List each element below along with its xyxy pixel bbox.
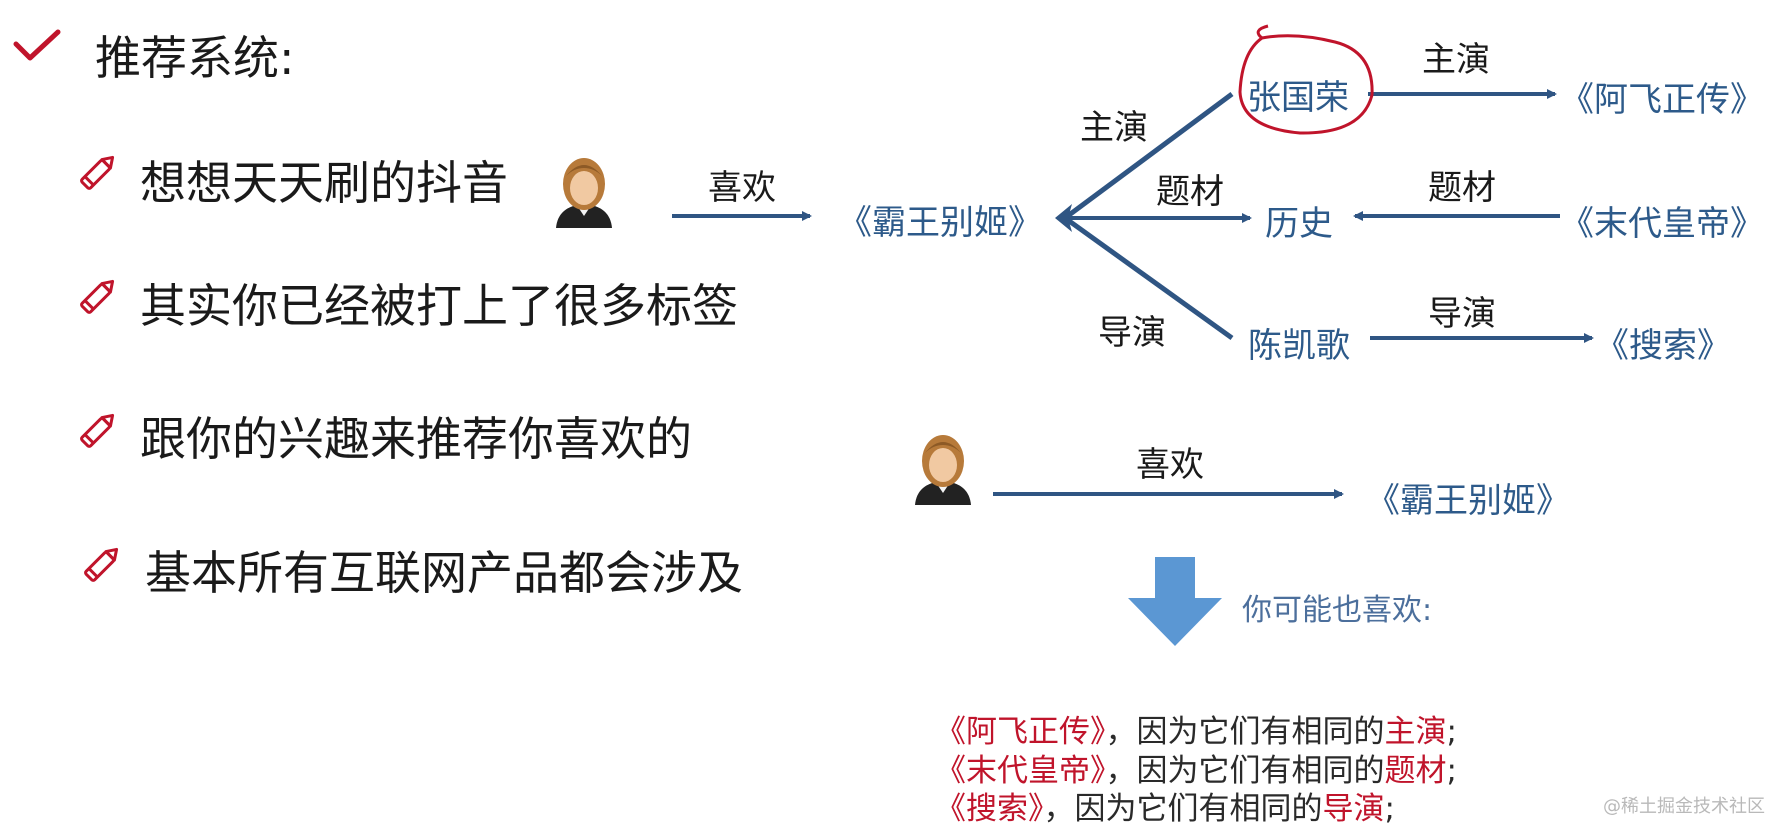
rec-movie: 《搜索》 xyxy=(935,791,1044,827)
rec-middle: ，因为它们有相同的 xyxy=(1105,714,1385,750)
node-actor: 张国荣 xyxy=(1247,78,1349,118)
down-arrow-icon xyxy=(1128,557,1222,646)
rec-end: ; xyxy=(1446,753,1457,789)
node-target-2: 《末代皇帝》 xyxy=(1560,204,1764,244)
highlight-circle xyxy=(1238,24,1374,135)
recommendation-line: 《阿飞正传》，因为它们有相同的主演; xyxy=(935,706,1457,751)
person-icon xyxy=(915,435,971,505)
node-genre: 历史 xyxy=(1265,204,1333,244)
edge-label-like: 喜欢 xyxy=(708,168,776,208)
rec-movie: 《阿飞正传》 xyxy=(935,714,1106,750)
watermark: @稀土掘金技术社区 xyxy=(1603,796,1765,817)
node-target-1: 《阿飞正传》 xyxy=(1560,80,1764,120)
node-director: 陈凯歌 xyxy=(1248,326,1350,366)
lower-edge-label-like: 喜欢 xyxy=(1136,445,1204,485)
edge-label-actor: 主演 xyxy=(1080,108,1148,148)
lower-movie: 《霸王别姬》 xyxy=(1366,481,1570,521)
rec-movie: 《末代皇帝》 xyxy=(935,753,1106,789)
pencil-icon xyxy=(80,155,115,190)
check-icon xyxy=(13,29,61,61)
recommendation-line: 《末代皇帝》，因为它们有相同的题材; xyxy=(935,745,1457,790)
rec-end: ; xyxy=(1446,714,1457,750)
edge-label-actor-2: 主演 xyxy=(1422,40,1490,80)
rec-reason: 主演 xyxy=(1384,714,1447,750)
rec-end: ; xyxy=(1384,791,1395,827)
edge-label-director-2: 导演 xyxy=(1428,294,1496,334)
node-center-movie: 《霸王别姬》 xyxy=(838,203,1042,243)
bullet-3: 跟你的兴趣来推荐你喜欢的 xyxy=(140,412,692,466)
edge-label-genre: 题材 xyxy=(1156,172,1224,212)
bullet-1: 想想天天刷的抖音 xyxy=(140,156,508,210)
rec-middle: ，因为它们有相同的 xyxy=(1043,791,1323,827)
slide-title: 推荐系统: xyxy=(95,31,295,85)
maybe-like-label: 你可能也喜欢: xyxy=(1242,593,1433,628)
person-icon xyxy=(556,158,612,228)
rec-middle: ，因为它们有相同的 xyxy=(1105,753,1385,789)
node-target-3: 《搜索》 xyxy=(1595,326,1731,366)
pencil-icon xyxy=(80,413,115,448)
rec-reason: 题材 xyxy=(1384,753,1447,789)
bullet-2: 其实你已经被打上了很多标签 xyxy=(140,279,738,333)
edge-label-director: 导演 xyxy=(1098,313,1166,353)
bullet-4: 基本所有互联网产品都会涉及 xyxy=(145,546,743,600)
pencil-icon xyxy=(80,279,115,314)
pencil-icon xyxy=(84,547,119,582)
recommendation-line: 《搜索》，因为它们有相同的导演; xyxy=(935,783,1395,828)
edge-label-genre-2: 题材 xyxy=(1428,168,1496,208)
rec-reason: 导演 xyxy=(1322,791,1385,827)
